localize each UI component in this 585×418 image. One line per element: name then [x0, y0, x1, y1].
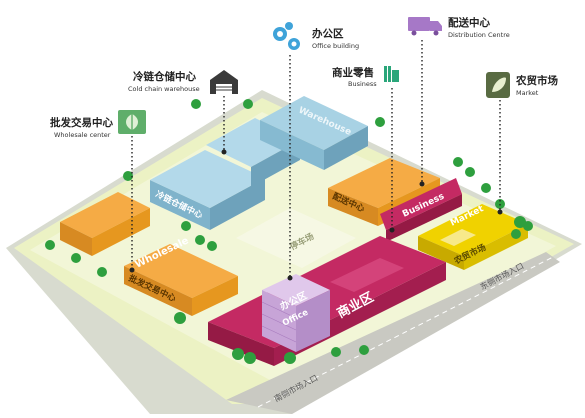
- callout-wholesale: 批发交易中心 Wholesale center: [50, 110, 146, 139]
- callout-market: 农贸市场 Market: [486, 72, 558, 98]
- office-building: 办公区 Office: [261, 274, 330, 352]
- callout-business-en: Business: [348, 80, 377, 88]
- callout-distribution-en: Distribution Centre: [448, 31, 510, 39]
- callout-cold-chain: 冷链仓储中心 Cold chain warehouse: [128, 70, 238, 94]
- callout-business: 商业零售 Business: [332, 66, 399, 88]
- tree-icon: [123, 171, 133, 181]
- callout-wholesale-en: Wholesale center: [54, 131, 111, 139]
- callout-distribution-cn: 配送中心: [448, 16, 490, 29]
- gears-icon: [273, 22, 300, 50]
- tree-icon: [71, 253, 81, 263]
- callout-business-cn: 商业零售: [332, 66, 374, 79]
- leaf-icon: [486, 72, 510, 98]
- tree-icon: [465, 167, 475, 177]
- tree-icon: [174, 312, 186, 324]
- leader-lines: [131, 40, 501, 278]
- tree-icon: [195, 235, 205, 245]
- tree-icon: [243, 99, 253, 109]
- callout-cold-chain-cn: 冷链仓储中心: [133, 70, 196, 83]
- tree-icon: [45, 240, 55, 250]
- tree-icon: [453, 157, 463, 167]
- callout-office-cn: 办公区: [312, 27, 344, 40]
- callout-wholesale-cn: 批发交易中心: [50, 116, 113, 129]
- warehouse-icon: [210, 70, 238, 94]
- retail-icon: [384, 66, 399, 82]
- road: [226, 252, 560, 414]
- tree-icon: [244, 352, 256, 364]
- callout-market-en: Market: [516, 89, 539, 97]
- tree-icon: [481, 183, 491, 193]
- truck-icon: [408, 17, 442, 36]
- tree-icon: [97, 267, 107, 277]
- callout-office-en: Office building: [312, 42, 359, 50]
- callout-office: 办公区 Office building: [273, 22, 359, 50]
- callout-cold-chain-en: Cold chain warehouse: [128, 85, 200, 93]
- leader-dots: [129, 149, 503, 281]
- trees: [45, 99, 533, 364]
- callout-distribution: 配送中心 Distribution Centre: [408, 16, 510, 39]
- cold-chain-warehouse: Warehouse 冷链仓储中心: [150, 96, 368, 230]
- tree-icon: [284, 352, 296, 364]
- parking-lot: 停车场: [236, 208, 356, 268]
- tree-icon: [118, 110, 146, 134]
- tree-icon: [191, 99, 201, 109]
- tree-icon: [232, 348, 244, 360]
- tree-icon: [375, 117, 385, 127]
- tree-icon: [514, 216, 526, 228]
- tree-icon: [181, 221, 191, 231]
- tree-icon: [331, 347, 341, 357]
- callout-market-cn: 农贸市场: [515, 74, 558, 87]
- tree-icon: [359, 345, 369, 355]
- tree-icon: [511, 229, 521, 239]
- tree-icon: [207, 241, 217, 251]
- wholesale-center: Wholesale 批发交易中心: [60, 192, 238, 316]
